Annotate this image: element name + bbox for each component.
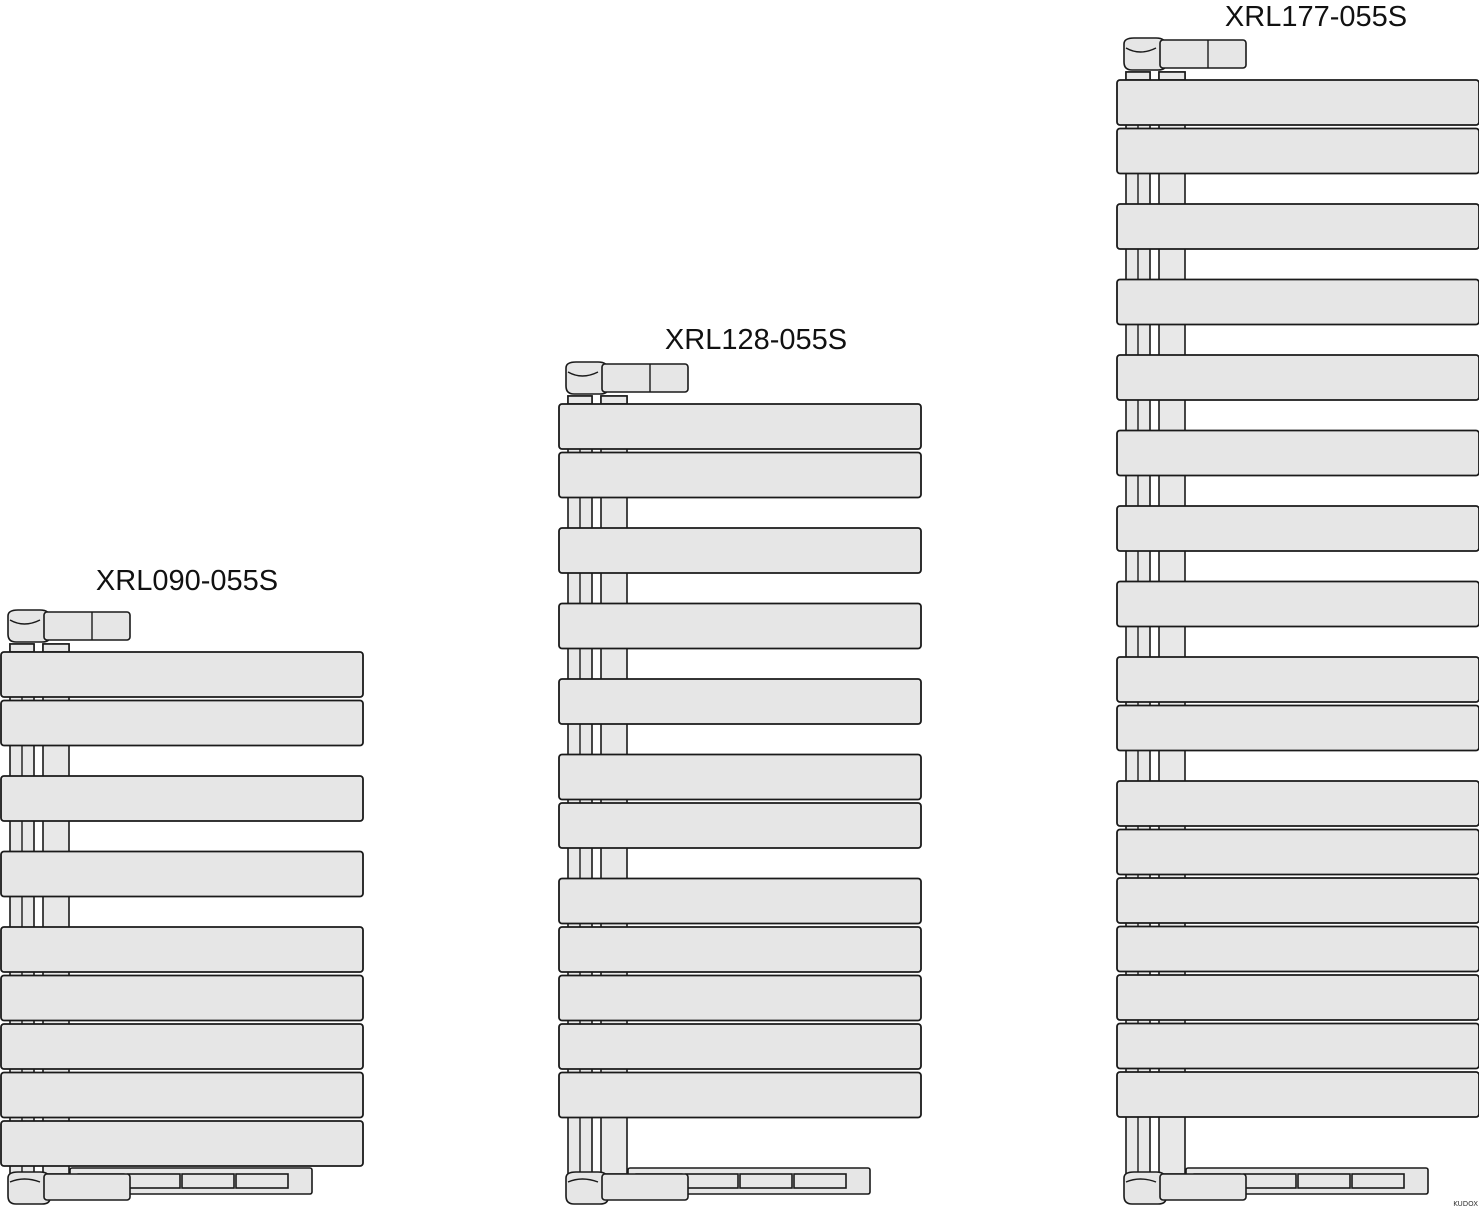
valve-body: [601, 363, 689, 393]
manifold-cell: [1243, 1173, 1297, 1189]
model-label-xrl090: XRL090-055S: [96, 565, 278, 597]
radiator-xrl128: XRL128-055S: [558, 324, 922, 1205]
top-cap-left: [9, 643, 35, 653]
valve-curve: [9, 619, 41, 625]
panel-bar: [0, 850, 364, 898]
panel-bar: [0, 651, 364, 698]
panel-bar: [0, 1023, 364, 1070]
top-cap-left: [567, 395, 593, 405]
valve: [1123, 37, 1247, 71]
panel-bar: [1116, 780, 1479, 827]
manifold-cell: [685, 1173, 739, 1189]
panel-bar: [1116, 1022, 1479, 1070]
radiator-xrl090: XRL090-055S: [0, 565, 364, 1205]
panel-bar: [1116, 974, 1479, 1021]
panel-bar: [1116, 79, 1479, 126]
valve: [565, 1171, 689, 1205]
valve-body: [601, 1173, 689, 1201]
panel-bar: [1116, 877, 1479, 924]
radiator-body-xrl177: [1116, 37, 1479, 1205]
panel-bar: [558, 926, 922, 973]
valve: [1123, 1171, 1247, 1205]
radiator-body-xrl090: [0, 609, 364, 1205]
panel-bar: [558, 678, 922, 725]
valve-body: [1159, 39, 1247, 69]
top-cap-right: [42, 643, 70, 653]
panel-bar: [0, 699, 364, 747]
radiator-body-xrl128: [558, 361, 922, 1205]
manifold-cell: [181, 1173, 235, 1189]
panel-bar: [558, 877, 922, 925]
valve: [7, 1171, 131, 1205]
panel-bar: [558, 451, 922, 499]
valve-body: [43, 1173, 131, 1201]
manifold-cell: [127, 1173, 181, 1189]
panel-bar: [1116, 925, 1479, 973]
panel-bar: [1116, 656, 1479, 703]
valve-curve: [567, 371, 599, 377]
valve-curve: [9, 1178, 41, 1183]
panel-bar: [1116, 203, 1479, 250]
valve: [565, 361, 689, 395]
top-cap-right: [1158, 71, 1186, 81]
valve-curve: [1125, 1178, 1157, 1183]
panel-bar: [558, 1071, 922, 1119]
panel-bar: [558, 527, 922, 574]
model-label-xrl128: XRL128-055S: [665, 324, 847, 356]
valve-curve: [1125, 47, 1157, 53]
panel-bar: [1116, 505, 1479, 552]
panel-bar: [1116, 354, 1479, 401]
brand-watermark: KUDOX: [1453, 1200, 1478, 1208]
panel-bar: [0, 775, 364, 822]
panel-bar: [558, 753, 922, 801]
panel-bar: [558, 1023, 922, 1070]
manifold-cell: [793, 1173, 847, 1189]
top-cap-left: [1125, 71, 1151, 81]
panel-bar: [558, 974, 922, 1022]
panel-bar: [0, 1071, 364, 1119]
panel-bar: [0, 974, 364, 1022]
valve-body: [43, 611, 131, 641]
panel-bar: [1116, 127, 1479, 175]
model-label-xrl177: XRL177-055S: [1225, 1, 1407, 33]
panel-bar: [1116, 704, 1479, 752]
panel-bar: [558, 403, 922, 450]
panel-bar: [1116, 828, 1479, 876]
manifold-cell: [1297, 1173, 1351, 1189]
panel-bar: [1116, 278, 1479, 326]
valve: [7, 609, 131, 643]
manifold-cell: [1351, 1173, 1405, 1189]
panel-bar: [1116, 580, 1479, 628]
panel-bar: [558, 602, 922, 650]
top-cap-right: [600, 395, 628, 405]
valve-body: [1159, 1173, 1247, 1201]
valve-curve: [567, 1178, 599, 1183]
panel-bar: [0, 926, 364, 973]
panel-bar: [1116, 1071, 1479, 1118]
panel-bar: [558, 802, 922, 849]
panel-bar: [1116, 429, 1479, 477]
manifold-cell: [739, 1173, 793, 1189]
panel-bar: [0, 1120, 364, 1167]
manifold-cell: [235, 1173, 289, 1189]
radiator-xrl177: XRL177-055S: [1116, 1, 1479, 1205]
